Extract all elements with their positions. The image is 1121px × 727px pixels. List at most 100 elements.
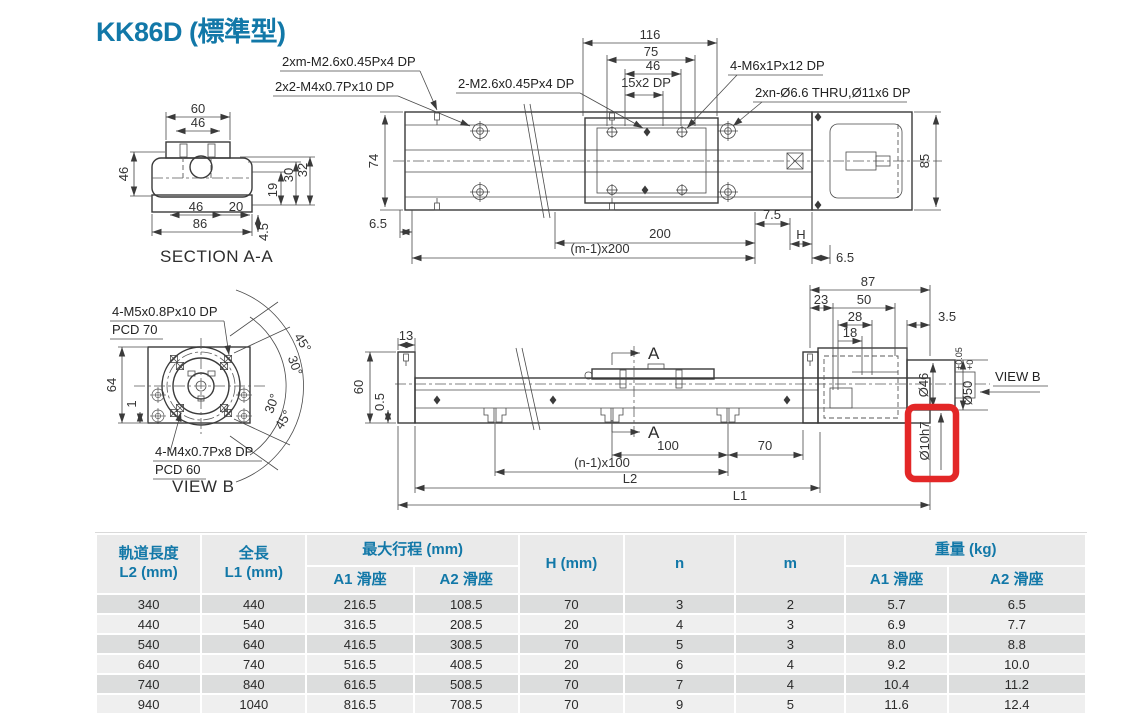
dim-200: 200: [649, 226, 671, 241]
cell-stroke-a1: 816.5: [307, 695, 413, 713]
dim-h: H: [796, 227, 805, 242]
cell-n: 9: [625, 695, 735, 713]
col-header-total-length: 全長 L1 (mm): [202, 535, 306, 593]
cell-l2: 440: [97, 615, 201, 633]
dim-6-5-left: 6.5: [369, 216, 387, 231]
dim-50: 50: [857, 292, 871, 307]
dim-75: 75: [644, 44, 658, 59]
dim-116: 116: [640, 27, 661, 42]
dim-shaft-50-tol-lower: +0: [965, 360, 975, 370]
cell-weight-a1: 10.4: [846, 675, 947, 693]
dim-1: 1: [124, 400, 139, 407]
page-title: KK86D (標準型): [96, 17, 286, 47]
section-a-top-label: A: [648, 344, 660, 363]
cell-weight-a2: 6.5: [948, 595, 1085, 613]
cell-stroke-a2: 108.5: [414, 595, 518, 613]
cell-n: 6: [625, 655, 735, 673]
cell-n: 4: [625, 615, 735, 633]
cell-h: 70: [519, 595, 624, 613]
dim-m-pitch: (m-1)x200: [570, 241, 629, 256]
label-carriage-holes-m4: 2x2-M4x0.7Px10 DP: [275, 79, 394, 94]
label-carriage-holes-m26: 2xm-M2.6x0.45Px4 DP: [282, 54, 416, 69]
label-motor-holes-m6: 4-M6x1Px12 DP: [730, 58, 825, 73]
cell-stroke-a1: 316.5: [307, 615, 413, 633]
dim-32: 32: [295, 163, 310, 177]
dim-n-pitch: (n-1)x100: [574, 455, 630, 470]
col-header-total-length-line2: L1 (mm): [224, 564, 283, 581]
dim-46: 46: [646, 58, 660, 73]
col-header-weight-a2: A2 滑座: [948, 567, 1085, 593]
dim-19: 19: [265, 183, 280, 197]
dim-28: 28: [848, 309, 862, 324]
col-header-rail-length-line1: 軌道長度: [118, 545, 179, 563]
cell-l1: 540: [202, 615, 306, 633]
cell-m: 3: [736, 635, 845, 653]
cell-l2: 940: [97, 695, 201, 713]
label-center-holes-m26: 2-M2.6x0.45Px4 DP: [458, 76, 574, 91]
cell-weight-a2: 10.0: [948, 655, 1085, 673]
spec-table-wrap: 軌道長度 L2 (mm) 全長 L1 (mm) 最大行程 (mm) H (mm)…: [95, 532, 1087, 715]
col-header-weight: 重量 (kg): [846, 535, 1085, 565]
cell-m: 2: [736, 595, 845, 613]
dim-shaft-46: Ø46: [916, 373, 931, 398]
view-b-title: VIEW B: [172, 477, 235, 496]
highlight-box: [904, 403, 960, 483]
dim-60-side: 60: [351, 380, 366, 394]
cell-l2: 540: [97, 635, 201, 653]
col-header-weight-a1: A1 滑座: [846, 567, 947, 593]
cell-weight-a2: 11.2: [948, 675, 1085, 693]
cell-weight-a1: 8.0: [846, 635, 947, 653]
label-pcd70: PCD 70: [112, 322, 158, 337]
cell-l2: 340: [97, 595, 201, 613]
cell-weight-a1: 5.7: [846, 595, 947, 613]
col-header-max-stroke: 最大行程 (mm): [307, 535, 518, 565]
col-header-stroke-a2: A2 滑座: [414, 567, 518, 593]
dim-74: 74: [366, 154, 381, 168]
cell-h: 70: [519, 675, 624, 693]
cell-l1: 840: [202, 675, 306, 693]
dim-23: 23: [814, 292, 828, 307]
col-header-m: m: [736, 535, 845, 593]
dim-100: 100: [657, 438, 679, 453]
table-row: 940 1040 816.5 708.5 70 9 5 11.6 12.4: [97, 695, 1085, 713]
cell-weight-a2: 8.8: [948, 635, 1085, 653]
dim-60: 60: [191, 101, 205, 116]
cell-weight-a2: 12.4: [948, 695, 1085, 713]
dim-64: 64: [104, 378, 119, 392]
cell-n: 3: [625, 595, 735, 613]
col-header-n: n: [625, 535, 735, 593]
cell-l2: 640: [97, 655, 201, 673]
dim-70: 70: [758, 438, 772, 453]
cell-weight-a1: 9.2: [846, 655, 947, 673]
cell-l2: 740: [97, 675, 201, 693]
dim-l2: L2: [623, 471, 637, 486]
dim-46-bottom: 46: [189, 199, 203, 214]
cell-h: 20: [519, 655, 624, 673]
side-view: A A 13 60 0.5 100 70 (n-1)x100 L2: [351, 328, 990, 510]
table-row: 740 840 616.5 508.5 70 7 4 10.4 11.2: [97, 675, 1085, 693]
cell-stroke-a1: 216.5: [307, 595, 413, 613]
table-row: 640 740 516.5 408.5 20 6 4 9.2 10.0: [97, 655, 1085, 673]
cell-stroke-a2: 408.5: [414, 655, 518, 673]
cell-stroke-a1: 416.5: [307, 635, 413, 653]
dim-shaft-50-tol-upper: +0.05: [954, 347, 964, 370]
dim-15x2: 15x2 DP: [621, 75, 671, 90]
cell-stroke-a2: 708.5: [414, 695, 518, 713]
cell-weight-a2: 7.7: [948, 615, 1085, 633]
dim-46-left: 46: [116, 167, 131, 181]
label-pcd60: PCD 60: [155, 462, 201, 477]
dim-30: 30: [281, 168, 296, 182]
table-row: 440 540 316.5 208.5 20 4 3 6.9 7.7: [97, 615, 1085, 633]
dim-13: 13: [399, 328, 413, 343]
cell-h: 70: [519, 635, 624, 653]
table-row: 540 640 416.5 308.5 70 5 3 8.0 8.8: [97, 635, 1085, 653]
dim-shaft-50: Ø50: [960, 381, 975, 406]
dim-shaft-10: Ø10h7: [917, 421, 932, 460]
motor-end-view: 87 23 50 28 18 3.5 Ø46 Ø50 +0.05 +0: [802, 274, 1048, 483]
label-m5: 4-M5x0.8Px10 DP: [112, 304, 218, 319]
cell-l1: 1040: [202, 695, 306, 713]
dim-20: 20: [229, 199, 243, 214]
view-b-pointer-label: VIEW B: [995, 369, 1041, 384]
dim-86: 86: [193, 216, 207, 231]
